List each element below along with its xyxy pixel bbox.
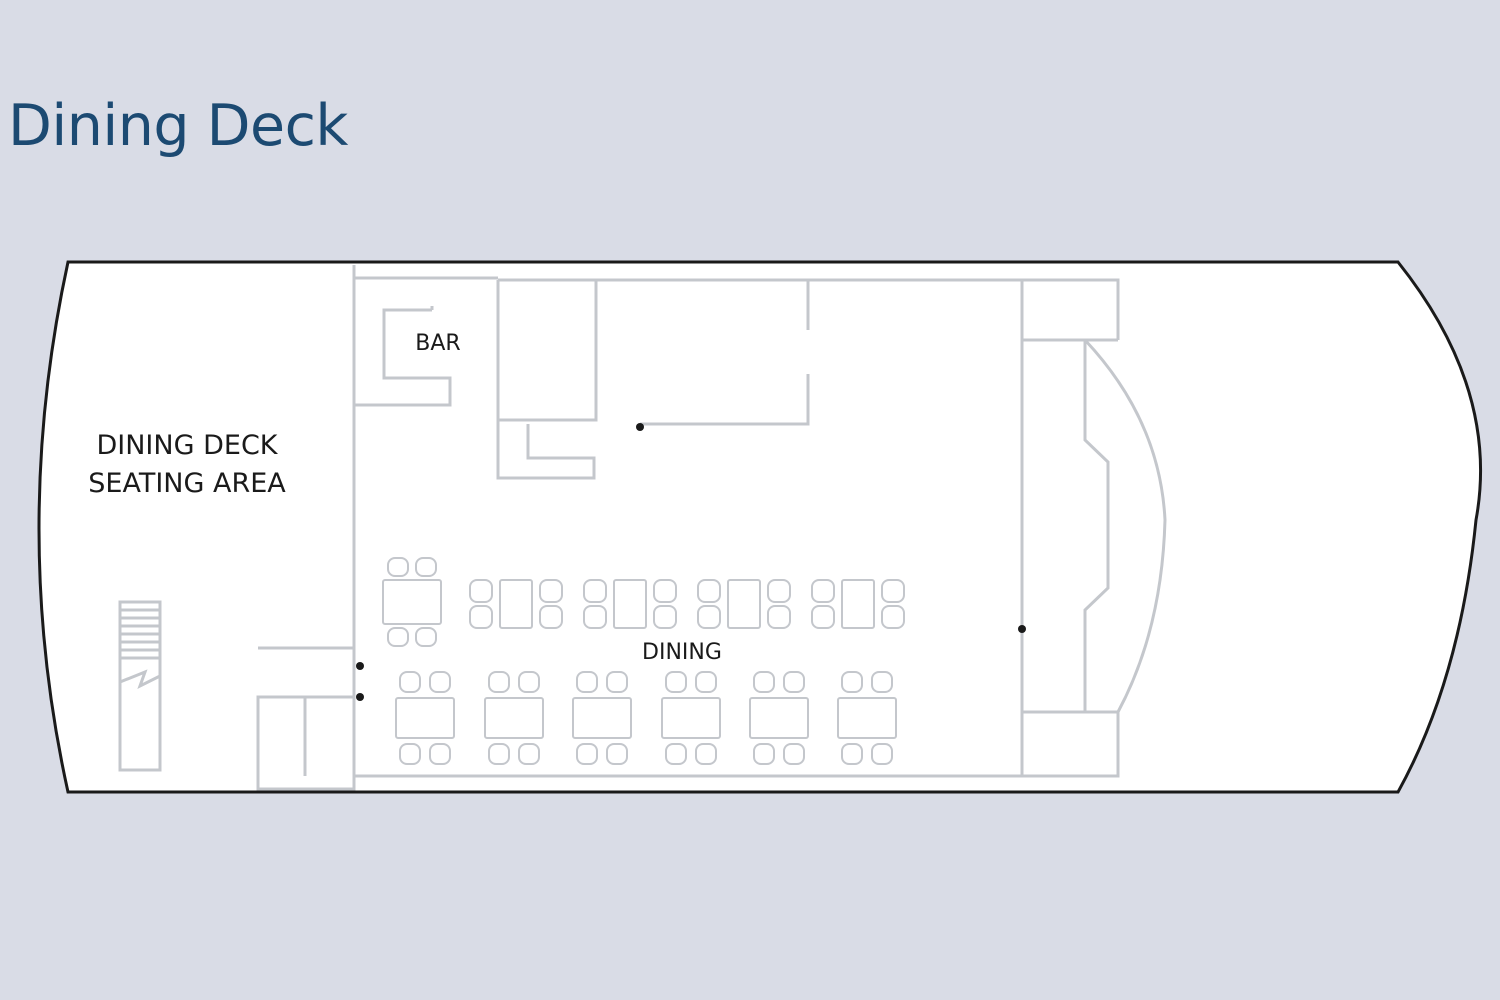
dining-label: DINING [642, 640, 722, 665]
dining-tables-lower [395, 671, 897, 765]
hull-outline [37, 260, 1483, 794]
service-blocks [496, 280, 810, 480]
stairs [118, 600, 162, 772]
seating-area-label-line2: SEATING AREA [88, 468, 286, 499]
aft-cupboards [256, 646, 364, 791]
dining-tables-upper [382, 557, 905, 647]
seating-area-label-line1: DINING DECK [96, 430, 278, 461]
top-interior-walls [354, 276, 1120, 778]
bar-label: BAR [415, 331, 460, 356]
bar-counter [354, 306, 452, 407]
forward-area [1018, 338, 1167, 778]
page-title: Dining Deck [8, 93, 348, 159]
